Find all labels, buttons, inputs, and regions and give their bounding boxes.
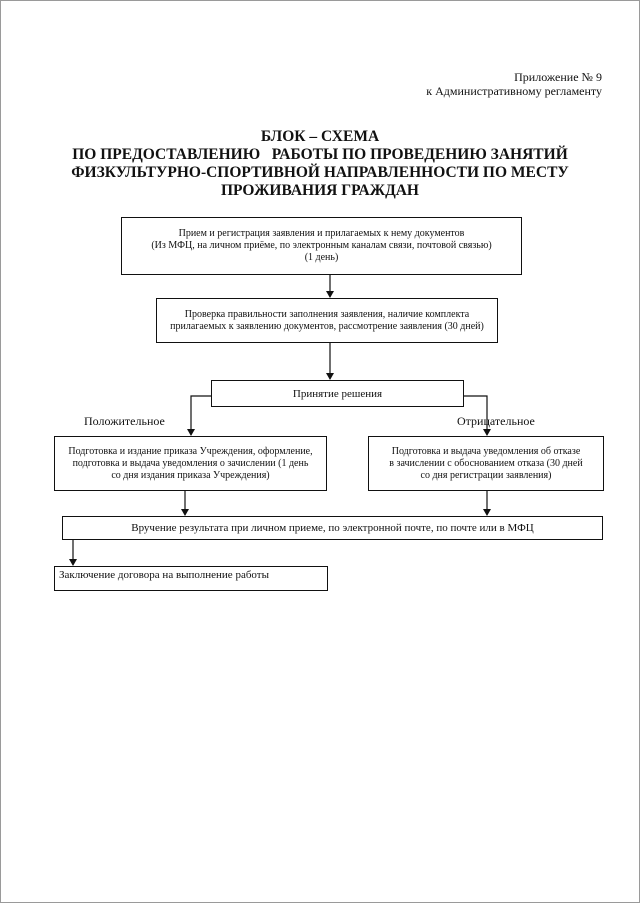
branch-positive-label: Положительное	[84, 414, 165, 428]
step-check-line-1: Проверка правильности заполнения заявлен…	[184, 308, 470, 320]
step-decision: Принятие решения	[211, 380, 464, 407]
title-line-4: ПРОЖИВАНИЯ ГРАЖДАН	[220, 182, 419, 199]
step-negative-line-2: в зачислении с обоснованием отказа (30 д…	[389, 457, 583, 469]
step-negative: Подготовка и выдача уведомления об отказ…	[368, 436, 604, 491]
diagram-title: БЛОК – СХЕМА ПО ПРЕДОСТАВЛЕНИЮ РАБОТЫ ПО…	[0, 128, 640, 200]
step-contract: Заключение договора на выполнение работы	[54, 566, 328, 591]
step-delivery-label: Вручение результата при личном приеме, п…	[131, 522, 534, 534]
step-negative-line-1: Подготовка и выдача уведомления об отказ…	[391, 445, 581, 457]
arrow-decision-to-positive	[187, 395, 211, 436]
step-positive-line-1: Подготовка и издание приказа Учреждения,…	[68, 445, 313, 457]
step-reception: Прием и регистрация заявления и прилагае…	[121, 217, 522, 275]
step-reception-line-2: (Из МФЦ, на личном приёме, по электронны…	[151, 240, 492, 251]
arrow-decision-to-negative	[464, 395, 491, 436]
step-positive: Подготовка и издание приказа Учреждения,…	[54, 436, 327, 491]
step-contract-label: Заключение договора на выполнение работы	[59, 569, 269, 581]
appendix-reference: к Административному регламенту	[426, 84, 602, 98]
step-decision-label: Принятие решения	[292, 387, 383, 400]
appendix-note: Приложение № 9 к Административному регла…	[426, 70, 602, 98]
title-line-1: БЛОК – СХЕМА	[260, 128, 380, 145]
title-line-2: ПО ПРЕДОСТАВЛЕНИЮ РАБОТЫ ПО ПРОВЕДЕНИЮ З…	[72, 146, 568, 163]
step-positive-line-3: со дня издания приказа Учреждения)	[111, 469, 270, 481]
step-reception-line-1: Прием и регистрация заявления и прилагае…	[178, 228, 465, 239]
appendix-number: Приложение № 9	[514, 70, 602, 84]
step-check-line-2: прилагаемых к заявлению документов, расс…	[170, 320, 484, 332]
step-check: Проверка правильности заполнения заявлен…	[156, 298, 498, 343]
title-line-3: ФИЗКУЛЬТУРНО-СПОРТИВНОЙ НАПРАВЛЕННОСТИ П…	[71, 164, 569, 181]
step-delivery: Вручение результата при личном приеме, п…	[62, 516, 603, 540]
step-negative-line-3: со дня регистрации заявления)	[420, 469, 552, 481]
step-reception-line-3: (1 день)	[304, 252, 339, 263]
branch-negative-label: Отрицательное	[457, 414, 535, 428]
step-positive-line-2: подготовка и выдача уведомления о зачисл…	[72, 457, 309, 469]
